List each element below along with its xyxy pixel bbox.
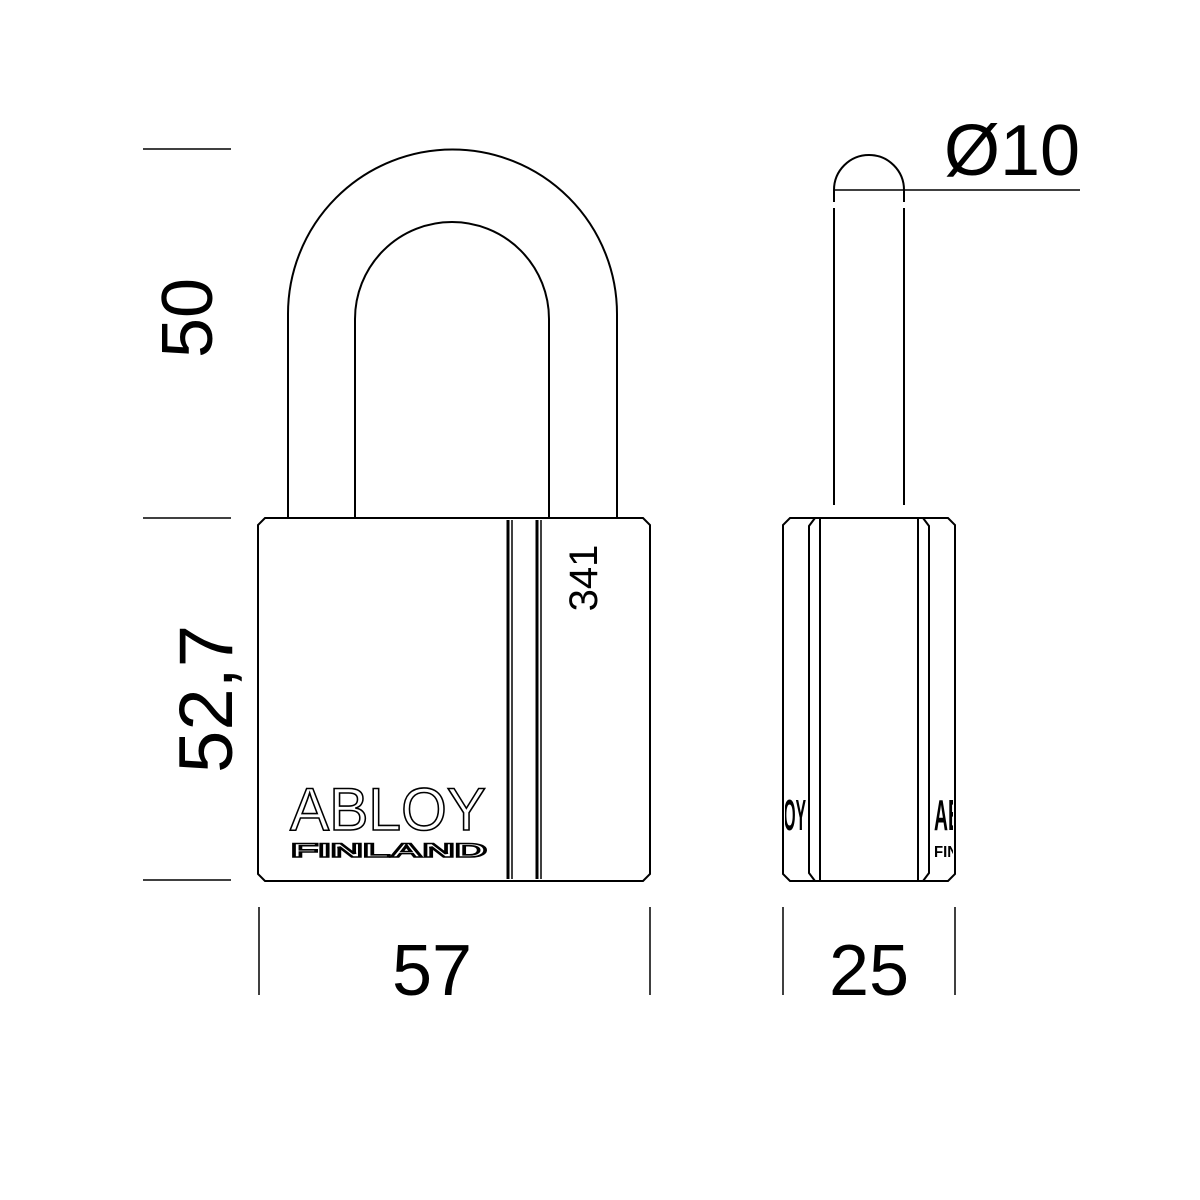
side-right-logo: AB xyxy=(934,791,962,840)
depth-extension-lines xyxy=(782,907,956,995)
side-logo-fragments: LOY AB FIN xyxy=(774,791,962,861)
side-shackle xyxy=(833,154,1080,505)
side-body xyxy=(782,517,956,882)
brand-text: ABLOY xyxy=(290,776,486,843)
shackle-diameter-label: Ø10 xyxy=(944,111,1080,191)
height-extension-lines xyxy=(143,148,231,881)
front-shackle xyxy=(287,148,618,518)
body-height-label: 52,7 xyxy=(164,625,249,773)
country-text: FINLAND xyxy=(291,841,487,862)
abloy-logo: ABLOY FINLAND xyxy=(289,775,488,863)
shackle-height-label: 50 xyxy=(148,278,228,358)
body-width-label: 57 xyxy=(392,931,472,1011)
side-left-logo: LOY xyxy=(774,791,806,840)
side-right-sub-logo: FIN xyxy=(934,844,958,861)
model-number-engraving: 341 xyxy=(562,545,606,612)
body-depth-label: 25 xyxy=(829,931,909,1011)
front-body xyxy=(257,517,651,882)
width-extension-lines xyxy=(258,907,651,995)
